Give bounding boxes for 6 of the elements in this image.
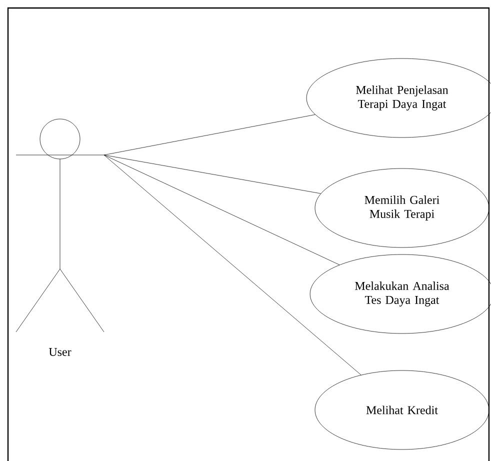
association-line [104,154,340,266]
node-label: User [48,348,72,356]
association-line [104,154,321,194]
association-line [104,114,316,156]
association-line [104,154,362,376]
actor-figure: User [16,118,104,356]
